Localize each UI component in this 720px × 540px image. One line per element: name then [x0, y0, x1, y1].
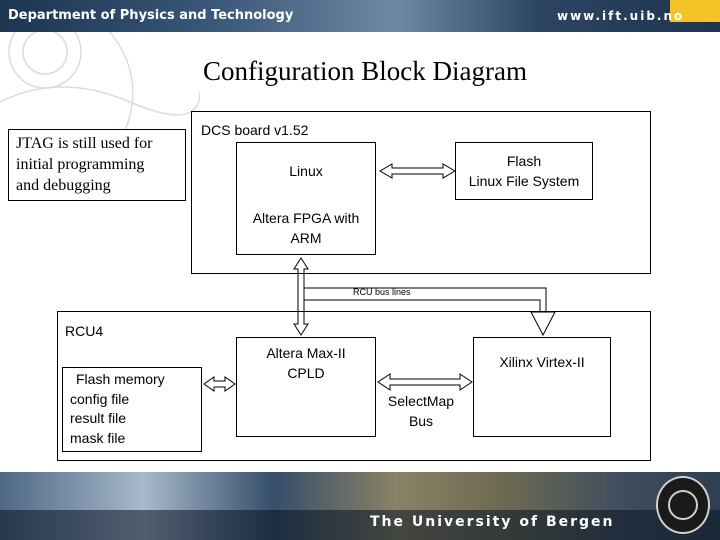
- cpld-line: CPLD: [287, 365, 325, 381]
- flash-filesystem-box: [455, 142, 593, 200]
- flash-memory-line: config file: [70, 390, 130, 407]
- header-bar: Department of Physics and Technology www…: [0, 0, 720, 32]
- linux-fpga-box: [236, 142, 376, 255]
- background-decoration: [0, 32, 200, 142]
- selectmap-line: Bus: [408, 413, 434, 429]
- fpga-line: Altera FPGA with: [252, 210, 360, 226]
- rcu-bus-line: [304, 287, 547, 312]
- flash-line: Flash: [506, 153, 542, 169]
- flash-filesystem-label: Flash Linux File System: [455, 151, 593, 191]
- cpld-line: Altera Max-II: [266, 345, 346, 361]
- footer-strip: [0, 510, 720, 540]
- linux-label: Linux: [289, 163, 323, 179]
- selectmap-label: SelectMap Bus: [378, 391, 464, 431]
- flash-line: Linux File System: [468, 173, 580, 189]
- rcu-label: RCU4: [65, 323, 104, 339]
- note-line: JTAG is still used for: [16, 135, 153, 152]
- cpld-label: Altera Max-II CPLD: [236, 343, 376, 383]
- flash-memory-line: Flash memory: [76, 371, 165, 387]
- rcu-bus-label: RCU bus lines: [353, 287, 411, 297]
- university-name: The University of Bergen: [370, 514, 615, 530]
- fpga-line: ARM: [290, 230, 322, 246]
- department-name: Department of Physics and Technology: [8, 8, 294, 23]
- dcs-board-label: DCS board v1.52: [201, 122, 309, 138]
- note-line: initial programming: [16, 156, 145, 173]
- flash-memory-label: Flash memory config file result file mas…: [70, 370, 165, 448]
- flash-memory-box: [62, 367, 202, 452]
- fpga-label: Altera FPGA with ARM: [236, 208, 376, 248]
- xilinx-box: [473, 337, 611, 437]
- header-accent: [670, 0, 720, 22]
- selectmap-line: SelectMap: [387, 393, 455, 409]
- cpld-box: [236, 337, 376, 437]
- seal-emblem-icon: [668, 490, 698, 520]
- header-url[interactable]: www.ift.uib.no: [557, 9, 685, 23]
- xilinx-label: Xilinx Virtex-II: [499, 354, 585, 370]
- flash-memory-line: mask file: [70, 429, 126, 446]
- flash-memory-line: result file: [70, 410, 127, 426]
- note-line: and debugging: [16, 177, 111, 194]
- slide-title: Configuration Block Diagram: [203, 56, 527, 86]
- jtag-note: JTAG is still used for initial programmi…: [8, 129, 186, 201]
